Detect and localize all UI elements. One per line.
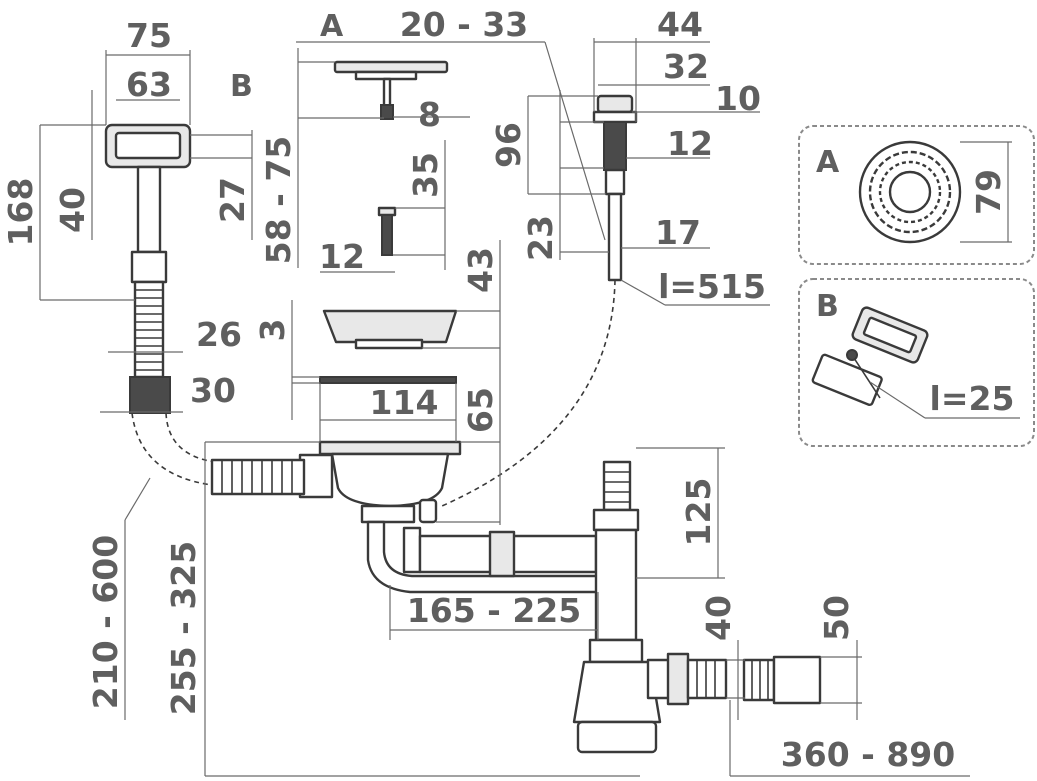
inset-b-label: B bbox=[816, 289, 839, 324]
outlet-nut bbox=[360, 504, 416, 524]
dim-40-trap: 40 bbox=[699, 595, 738, 641]
second-inlet bbox=[402, 526, 422, 574]
popup-control bbox=[441, 94, 638, 507]
trap-outlet-ribs bbox=[696, 660, 716, 698]
dim-12-screw: 12 bbox=[319, 237, 365, 276]
dim-20-33: 20 - 33 bbox=[400, 5, 529, 44]
dim-43: 43 bbox=[461, 247, 500, 293]
trap-outlet-nut bbox=[666, 652, 690, 706]
dim-255-325: 255 - 325 bbox=[164, 541, 203, 715]
dim-40-left: 40 bbox=[53, 187, 92, 233]
trap-cap bbox=[576, 720, 658, 754]
strainer-basket bbox=[319, 309, 458, 384]
appliance-tee bbox=[592, 460, 640, 642]
trap-bottle bbox=[572, 660, 662, 724]
dim-210-600: 210 - 600 bbox=[86, 535, 125, 709]
cover-screw bbox=[851, 354, 881, 399]
dim-30: 30 bbox=[190, 371, 236, 410]
inset-a bbox=[798, 125, 1035, 265]
overflow-collar bbox=[130, 250, 168, 284]
plug-strainer bbox=[333, 60, 449, 120]
strainer-bottom bbox=[354, 338, 424, 350]
dim-165-225: 165 - 225 bbox=[407, 591, 581, 630]
screw-head bbox=[377, 206, 397, 217]
dim-58-75: 58 - 75 bbox=[259, 136, 298, 265]
callout-b: B bbox=[230, 69, 253, 104]
drain-body bbox=[210, 440, 600, 594]
dim-79: 79 bbox=[969, 169, 1008, 215]
overflow-pipe bbox=[136, 165, 162, 254]
dim-50: 50 bbox=[817, 595, 856, 641]
extension-corrugated bbox=[742, 658, 776, 702]
pipe-coupling bbox=[488, 530, 516, 578]
knob-collar bbox=[592, 110, 638, 124]
dim-10: 10 bbox=[715, 79, 761, 118]
overflow-inlet-hose bbox=[210, 458, 306, 496]
inset-a-frame bbox=[798, 125, 1035, 265]
dim-96: 96 bbox=[489, 122, 528, 168]
dim-32: 32 bbox=[663, 47, 709, 86]
dim-125: 125 bbox=[679, 478, 718, 547]
dim-44: 44 bbox=[657, 5, 703, 44]
spigot-ribs bbox=[604, 471, 630, 503]
screw-thread bbox=[381, 214, 393, 256]
tee-body bbox=[594, 528, 638, 642]
overflow-hose-path-dashed-2 bbox=[165, 412, 216, 463]
overflow-cover-inner bbox=[114, 131, 182, 160]
waste-extension bbox=[742, 655, 822, 705]
overflow-hose-path-dashed bbox=[131, 412, 213, 486]
dim-168: 168 bbox=[1, 178, 40, 247]
dim-12-knob: 12 bbox=[667, 124, 713, 163]
extension-ribs bbox=[751, 660, 769, 700]
dim-65: 65 bbox=[461, 387, 500, 433]
dim-8: 8 bbox=[418, 95, 441, 134]
rod-clip bbox=[418, 498, 438, 524]
tee-nut bbox=[592, 508, 640, 532]
trap-outlet-thread bbox=[686, 658, 728, 700]
bottle-trap bbox=[572, 638, 728, 754]
overflow-inlet-ribs bbox=[221, 460, 293, 494]
dim-27: 27 bbox=[213, 177, 252, 223]
plug-stem-tip bbox=[380, 104, 394, 120]
dim-63: 63 bbox=[126, 65, 172, 104]
inset-b-frame bbox=[798, 278, 1035, 447]
dim-23: 23 bbox=[521, 215, 560, 261]
dimension-lines bbox=[39, 38, 1020, 777]
control-rod bbox=[607, 192, 623, 282]
strainer-gasket bbox=[319, 376, 457, 384]
overflow-front-cover bbox=[811, 353, 883, 407]
callout-a: A bbox=[320, 9, 344, 44]
plug-disc bbox=[333, 60, 449, 74]
knob-thread bbox=[603, 121, 627, 171]
drain-bowl bbox=[330, 452, 450, 508]
overflow-assembly bbox=[104, 123, 216, 486]
overflow-hose-nut bbox=[129, 376, 171, 414]
dim-26: 26 bbox=[196, 315, 242, 354]
dim-3: 3 bbox=[253, 319, 292, 342]
strainer-bowl bbox=[322, 309, 458, 344]
knob-head bbox=[596, 94, 634, 114]
overflow-back-plate bbox=[851, 306, 929, 364]
inset-a-label: A bbox=[816, 145, 840, 180]
extension-sleeve bbox=[772, 655, 822, 705]
dim-114: 114 bbox=[370, 383, 439, 422]
trap-top-nut bbox=[588, 638, 644, 664]
trap-outlet-neck bbox=[646, 658, 672, 700]
inset-b bbox=[798, 278, 1035, 447]
length-515: l=515 bbox=[658, 267, 766, 306]
dim-17: 17 bbox=[655, 213, 701, 252]
screw-head-icon bbox=[846, 349, 858, 361]
knob-nut bbox=[604, 168, 626, 196]
overflow-hose-ribs bbox=[135, 289, 163, 371]
dim-360-890: 360 - 890 bbox=[781, 735, 955, 774]
dim-75: 75 bbox=[126, 16, 172, 55]
drain-flange bbox=[318, 440, 462, 456]
centre-screw bbox=[377, 206, 397, 256]
strainer-hub bbox=[888, 170, 932, 214]
dim-35: 35 bbox=[406, 152, 445, 198]
control-cable-dashed bbox=[441, 279, 616, 507]
length-25: l=25 bbox=[930, 379, 1015, 418]
